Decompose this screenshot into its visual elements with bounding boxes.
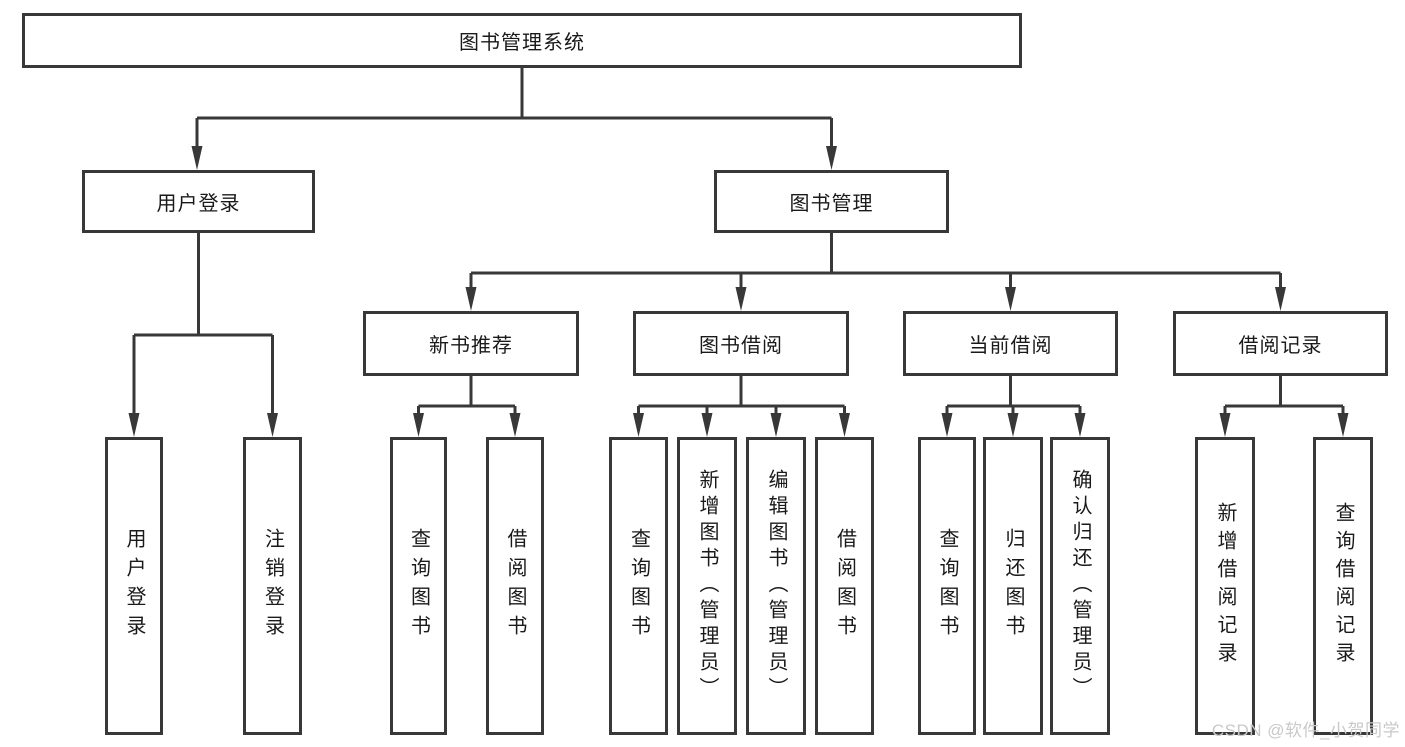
leaf-label: 确认归还（管理员） (1069, 469, 1091, 703)
leaf-logout: 注销登录 (243, 437, 302, 735)
leaf-add-borrow-record: 新增借阅记录 (1195, 437, 1255, 735)
leaf-edit-book-admin: 编辑图书（管理员） (746, 437, 806, 735)
connector-user-login-branch (132, 233, 274, 414)
leaf-label: 新增图书（管理员） (696, 469, 718, 703)
leaf-label: 查询图书 (627, 528, 650, 644)
arrowheads-borrow-record-branch (1219, 413, 1349, 437)
leaf-label: 查询图书 (936, 528, 958, 644)
leaf-label: 用户登录 (123, 528, 145, 644)
node-label: 用户登录 (156, 193, 241, 215)
node-label: 新书推荐 (429, 335, 513, 357)
node-label: 图书借阅 (699, 335, 783, 357)
node-book-borrowing: 图书借阅 (633, 311, 849, 376)
leaf-confirm-return-admin: 确认归还（管理员） (1050, 437, 1110, 735)
leaf-return-books: 归还图书 (983, 437, 1043, 735)
node-label: 借阅记录 (1238, 335, 1323, 357)
node-label: 图书管理系统 (459, 32, 585, 54)
leaf-add-book-admin: 新增图书（管理员） (677, 437, 737, 735)
node-current-borrowing: 当前借阅 (903, 311, 1118, 376)
leaf-query-books-2: 查询图书 (609, 437, 668, 735)
leaf-borrow-books-1: 借阅图书 (486, 437, 544, 735)
node-book-management: 图书管理 (714, 170, 949, 233)
leaf-label: 查询图书 (407, 528, 430, 644)
connector-new-rec-branch (417, 376, 517, 414)
leaf-label: 借阅图书 (833, 528, 856, 644)
connector-book-borrow-branch (637, 376, 846, 414)
node-label: 图书管理 (789, 193, 874, 215)
connector-book-mgmt-to-level3 (469, 233, 1282, 288)
leaf-user-login: 用户登录 (105, 437, 163, 735)
leaf-query-books-3: 查询图书 (918, 437, 976, 735)
leaf-label: 借阅图书 (504, 528, 526, 644)
node-library-management-system: 图书管理系统 (22, 13, 1022, 68)
node-borrowing-records: 借阅记录 (1173, 311, 1388, 376)
node-user-login: 用户登录 (82, 170, 315, 233)
arrowheads-root-to-level2 (191, 146, 837, 170)
leaf-query-borrow-record: 查询借阅记录 (1313, 437, 1373, 735)
connector-root-to-level2 (195, 68, 833, 147)
leaf-label: 查询借阅记录 (1332, 502, 1354, 670)
leaf-query-books-1: 查询图书 (390, 437, 447, 735)
node-label: 当前借阅 (968, 335, 1053, 357)
leaf-label: 新增借阅记录 (1214, 502, 1236, 670)
leaf-borrow-books-2: 借阅图书 (815, 437, 874, 735)
leaf-label: 编辑图书（管理员） (765, 469, 787, 703)
arrowheads-book-mgmt-to-level3 (465, 287, 1286, 311)
connector-borrow-record-branch (1223, 376, 1345, 414)
arrowheads-new-rec-branch (413, 413, 521, 437)
arrowheads-current-borrow-branch (941, 413, 1086, 437)
node-new-book-recommend: 新书推荐 (363, 311, 579, 376)
csdn-watermark: CSDN @软件_小贺同学 (1211, 721, 1400, 740)
arrowheads-book-borrow-branch (633, 413, 850, 437)
arrowheads-user-login-branch (128, 413, 278, 437)
connector-current-borrow-branch (945, 376, 1082, 414)
leaf-label: 归还图书 (1002, 528, 1024, 644)
leaf-label: 注销登录 (261, 528, 284, 644)
